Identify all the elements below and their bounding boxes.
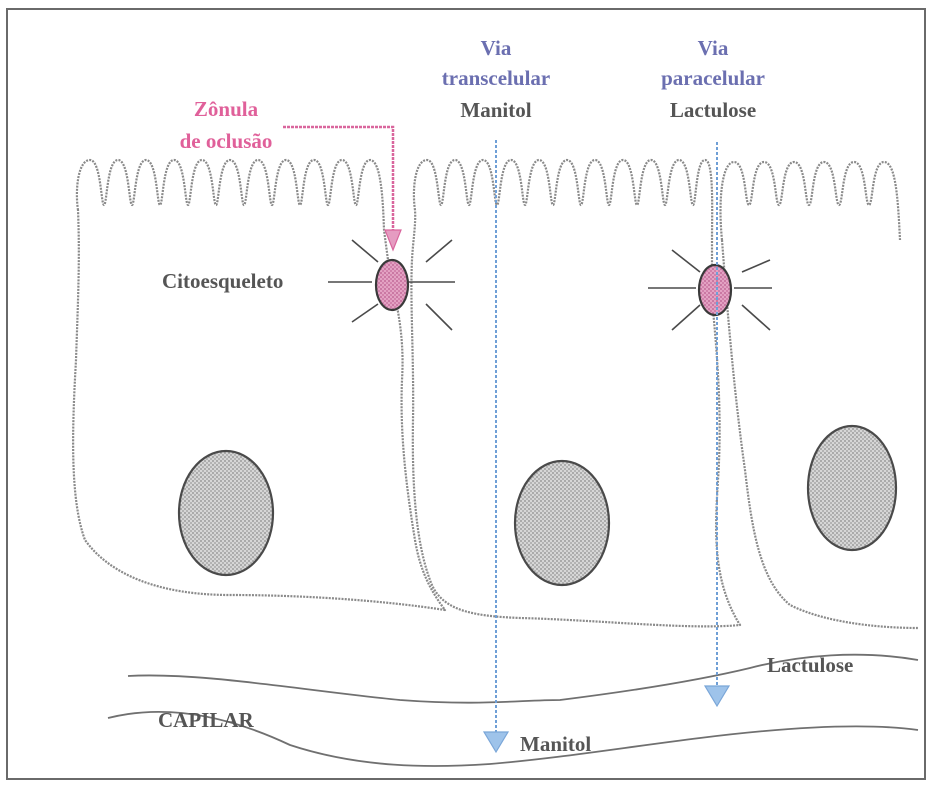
zonula-label-2: de oclusão [180, 129, 273, 153]
lactulose-top-label: Lactulose [670, 98, 756, 122]
nucleus-middle [515, 461, 609, 585]
capilar-label: CAPILAR [158, 708, 255, 732]
via-transcelular-label-2: transcelular [442, 66, 550, 90]
zonula-label-1: Zônula [194, 97, 259, 121]
manitol-top-label: Manitol [460, 98, 531, 122]
via-transcelular-label-1: Via [481, 36, 512, 60]
via-paracelular-label-1: Via [698, 36, 729, 60]
lactulose-bottom-label: Lactulose [767, 653, 853, 677]
nucleus-left [179, 451, 273, 575]
citoesqueleto-label: Citoesqueleto [162, 269, 283, 293]
manitol-bottom-label: Manitol [520, 732, 591, 756]
via-paracelular-label-2: paracelular [661, 66, 765, 90]
nucleus-right [808, 426, 896, 550]
